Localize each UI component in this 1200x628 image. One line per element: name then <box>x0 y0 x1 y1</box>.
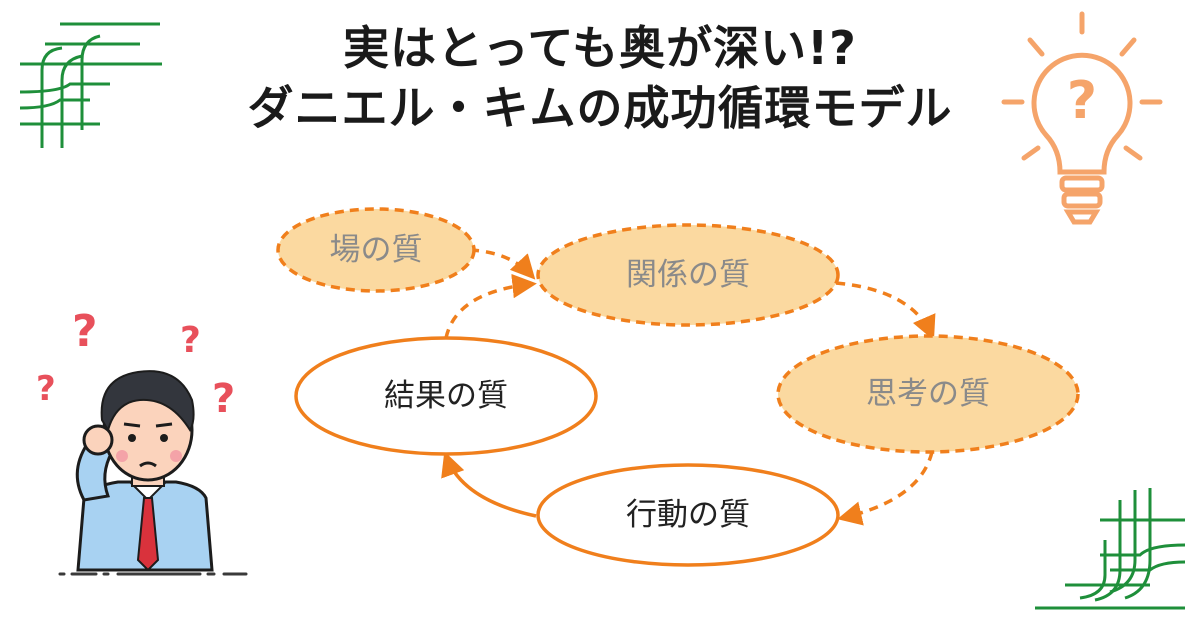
node-thinking: 思考の質 <box>776 334 1080 454</box>
node-label-relation: 関係の質 <box>626 257 750 293</box>
edge-thinking-to-action <box>837 451 934 526</box>
edge-action-to-result <box>441 451 537 518</box>
node-relation: 関係の質 <box>536 223 840 327</box>
node-result: 結果の質 <box>294 336 598 456</box>
svg-text:?: ? <box>36 369 56 409</box>
node-label-place: 場の質 <box>330 232 423 268</box>
page-title: 実はとっても奥が深い!? ダニエル・キムの成功循環モデル <box>0 18 1200 138</box>
edge-relation-to-thinking <box>835 281 936 341</box>
edge-result-to-relation <box>444 273 537 339</box>
title-line-2: ダニエル・キムの成功循環モデル <box>247 81 953 135</box>
green-line-decoration-bottom-right <box>1035 488 1186 610</box>
svg-text:?: ? <box>180 320 201 361</box>
node-label-action: 行動の質 <box>626 497 750 533</box>
svg-text:?: ? <box>212 376 235 422</box>
edges <box>441 248 936 526</box>
edge-place-to-relation <box>469 248 536 280</box>
node-place: 場の質 <box>276 207 476 293</box>
lightbulb-question-icon: ? <box>1001 11 1163 225</box>
node-action: 行動の質 <box>536 463 840 567</box>
svg-text:?: ? <box>1067 71 1097 131</box>
node-label-result: 結果の質 <box>384 378 508 414</box>
confused-man-illustration: ? ? ? ? <box>36 306 248 576</box>
title-line-1: 実はとっても奥が深い!? <box>343 21 857 75</box>
svg-text:?: ? <box>72 306 98 357</box>
green-line-decoration-top-left <box>19 22 162 148</box>
node-label-thinking: 思考の質 <box>866 376 990 412</box>
